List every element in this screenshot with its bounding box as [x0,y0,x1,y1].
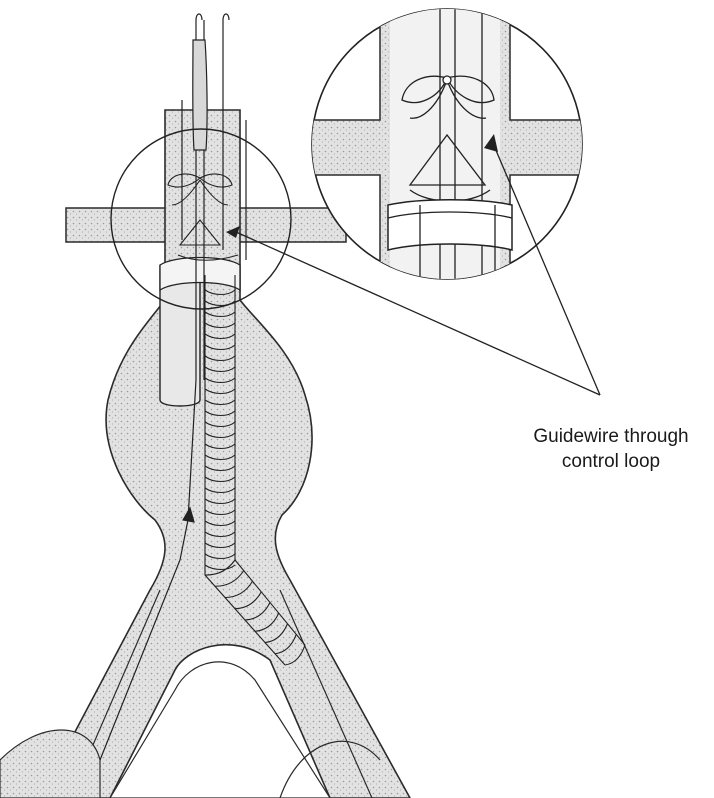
callout-label-line-1: Guidewire through [508,424,714,449]
callout-label-line-2: control loop [508,449,714,474]
callout-label: Guidewire through control loop [508,424,714,474]
